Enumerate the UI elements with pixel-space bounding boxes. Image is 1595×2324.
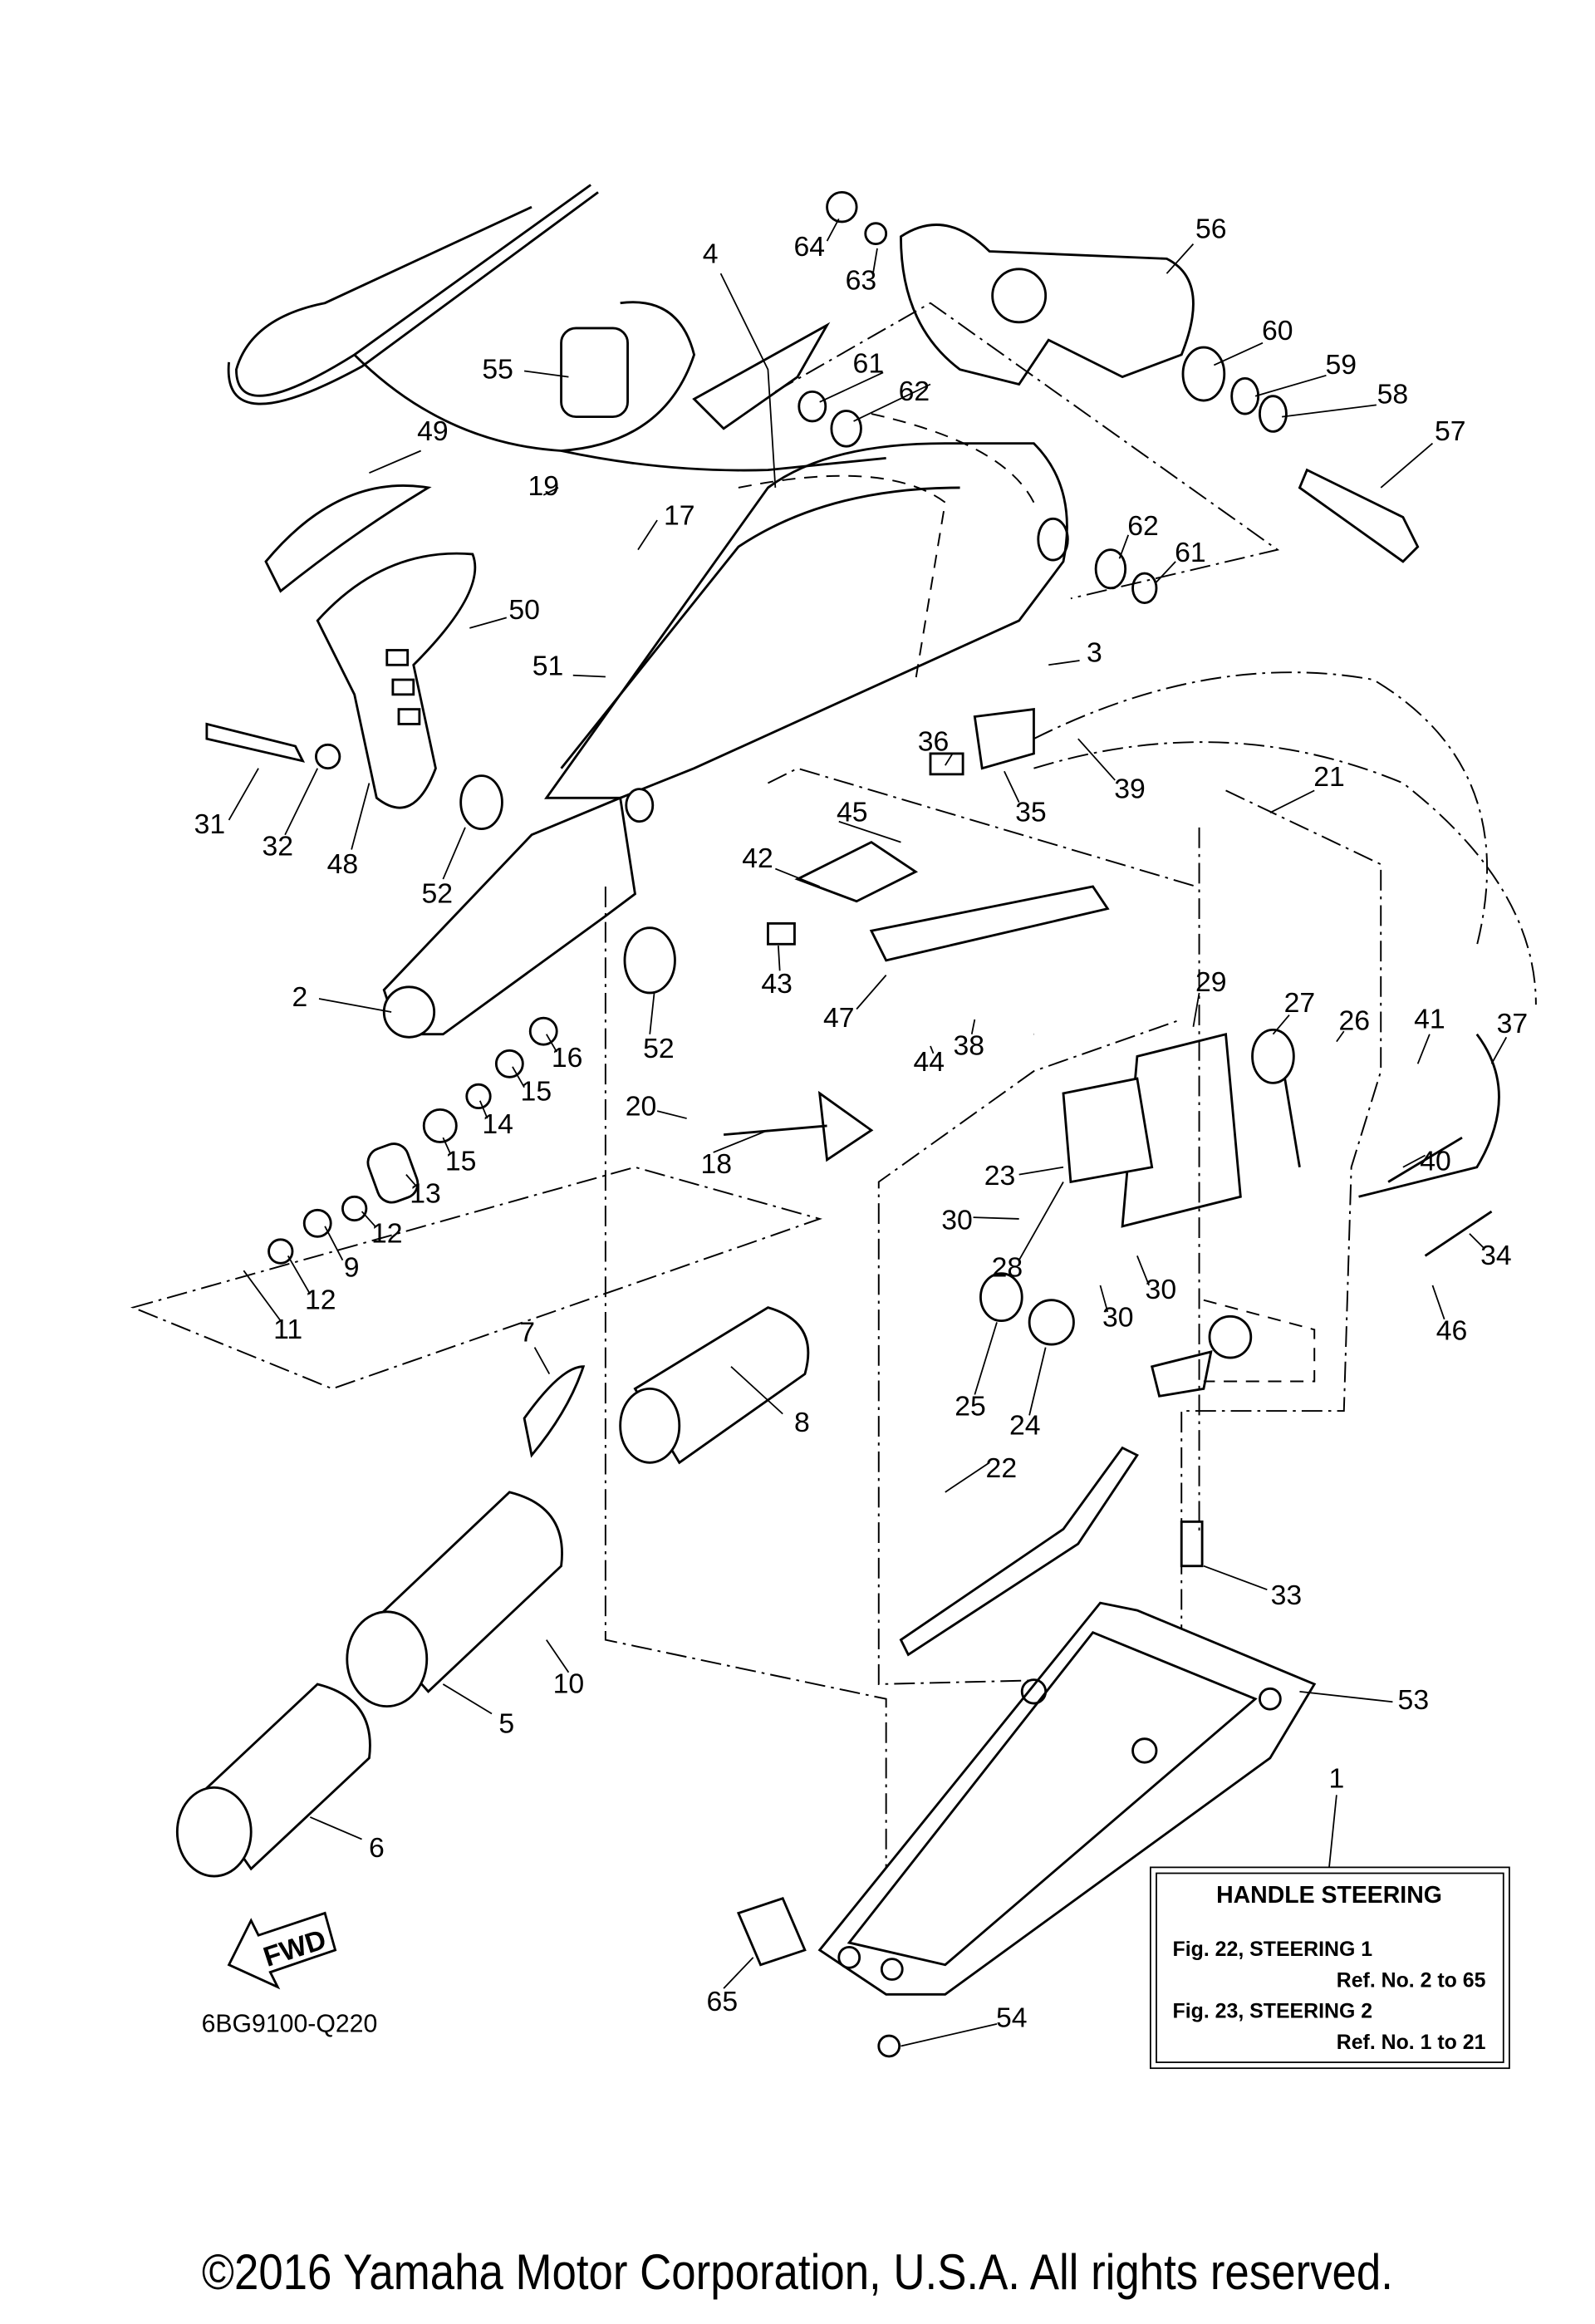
callout: 58	[1377, 379, 1409, 410]
callout: 25	[955, 1390, 986, 1422]
callout: 65	[707, 1986, 739, 2017]
callout: 4	[703, 238, 719, 270]
bottom-cover-53	[736, 1601, 1317, 2058]
callout: 8	[794, 1407, 810, 1438]
callout: 55	[482, 353, 513, 385]
cable-brackets	[767, 708, 1110, 962]
handle-grip-48	[205, 484, 503, 831]
copyright-notice: ©2016 Yamaha Motor Corporation, U.S.A. A…	[202, 2244, 1393, 2300]
callout: 19	[528, 470, 559, 502]
diagram-code: 6BG9100-Q220	[202, 2011, 378, 2038]
callout: 22	[986, 1452, 1018, 1484]
bolt-and-washers	[798, 346, 1420, 605]
callout: 16	[552, 1042, 583, 1074]
callout: 44	[913, 1046, 945, 1078]
callout: 1	[1328, 1762, 1344, 1794]
info-box-line3: Fig. 23, STEERING 2	[1173, 2000, 1373, 2023]
callout: 27	[1284, 987, 1316, 1019]
callout: 30	[1102, 1302, 1134, 1334]
forward-arrow-icon: FWD	[227, 1911, 337, 1990]
callout: 36	[918, 725, 950, 757]
callout: 13	[410, 1177, 441, 1209]
callout: 28	[992, 1251, 1023, 1283]
info-box-line4: Ref. No. 1 to 21	[1337, 2031, 1486, 2054]
callout: 51	[532, 651, 564, 682]
callout: 10	[553, 1668, 585, 1700]
callout: 21	[1313, 761, 1345, 793]
callout: 7	[519, 1317, 535, 1349]
info-box: HANDLE STEERING Fig. 22, STEERING 1 Ref.…	[1149, 1795, 1510, 2070]
callout: 56	[1195, 214, 1227, 245]
swivel-bracket-56	[826, 190, 1195, 386]
callout: 54	[996, 2002, 1028, 2033]
callout: 59	[1325, 349, 1357, 381]
callout: 9	[344, 1251, 360, 1283]
callout: 38	[953, 1030, 984, 1062]
callout: 6	[369, 1832, 385, 1864]
callout: 24	[1009, 1410, 1041, 1442]
callout: 52	[643, 1033, 675, 1064]
callout: 12	[305, 1284, 336, 1315]
callout: 32	[262, 831, 293, 862]
callout: 20	[626, 1091, 657, 1123]
callout-labels: 64 63 4 56 55 61 62 60 59 58 57 49 19 17…	[194, 214, 1529, 2034]
callout: 42	[742, 843, 773, 874]
leader-lines	[228, 218, 1508, 2047]
callout: 11	[273, 1314, 302, 1345]
grommet-55	[560, 327, 629, 419]
callout: 34	[1480, 1240, 1512, 1271]
callout: 37	[1497, 1008, 1529, 1039]
callout: 18	[700, 1148, 732, 1180]
callout: 15	[445, 1145, 477, 1177]
info-box-title: HANDLE STEERING	[1216, 1882, 1442, 1909]
callout: 23	[984, 1160, 1016, 1191]
callout: 14	[482, 1108, 513, 1140]
info-box-line2: Ref. No. 2 to 65	[1337, 1968, 1486, 1992]
callout: 2	[292, 981, 307, 1013]
callout: 26	[1338, 1005, 1370, 1036]
throttle-grips	[175, 1306, 810, 1878]
callout: 62	[1127, 510, 1159, 542]
steering-handle-bracket	[544, 322, 1069, 799]
callout: 29	[1195, 966, 1227, 998]
callout: 61	[1175, 537, 1206, 568]
callout: 15	[521, 1076, 552, 1108]
callout: 35	[1015, 797, 1047, 828]
callout: 50	[508, 594, 540, 626]
shift-mechanism	[899, 1028, 1493, 1657]
callout: 39	[1114, 773, 1146, 804]
callout: 43	[761, 968, 793, 1000]
callout: 5	[498, 1708, 514, 1740]
callout: 45	[837, 797, 868, 828]
callout: 41	[1414, 1004, 1445, 1035]
info-box-line1: Fig. 22, STEERING 1	[1173, 1938, 1373, 1961]
callout: 63	[846, 265, 877, 297]
callout: 17	[664, 499, 695, 531]
callout: 31	[194, 808, 226, 840]
callout: 40	[1420, 1145, 1451, 1177]
callout: 48	[327, 848, 359, 880]
callout: 12	[371, 1217, 403, 1249]
callout: 64	[793, 231, 825, 263]
callout: 57	[1435, 415, 1466, 447]
callout: 30	[941, 1204, 973, 1236]
callout: 30	[1146, 1274, 1177, 1305]
callout: 33	[1271, 1580, 1303, 1611]
callout: 49	[417, 415, 449, 447]
callout: 52	[421, 878, 453, 910]
tiller-arm	[382, 788, 874, 1162]
callout: 60	[1262, 315, 1293, 346]
label-4	[692, 322, 831, 430]
callout: 3	[1087, 637, 1102, 669]
callout: 53	[1398, 1684, 1430, 1716]
callout: 47	[823, 1002, 855, 1034]
small-parts	[267, 1016, 558, 1265]
callout: 46	[1436, 1315, 1468, 1347]
throttle-cables	[227, 184, 886, 472]
